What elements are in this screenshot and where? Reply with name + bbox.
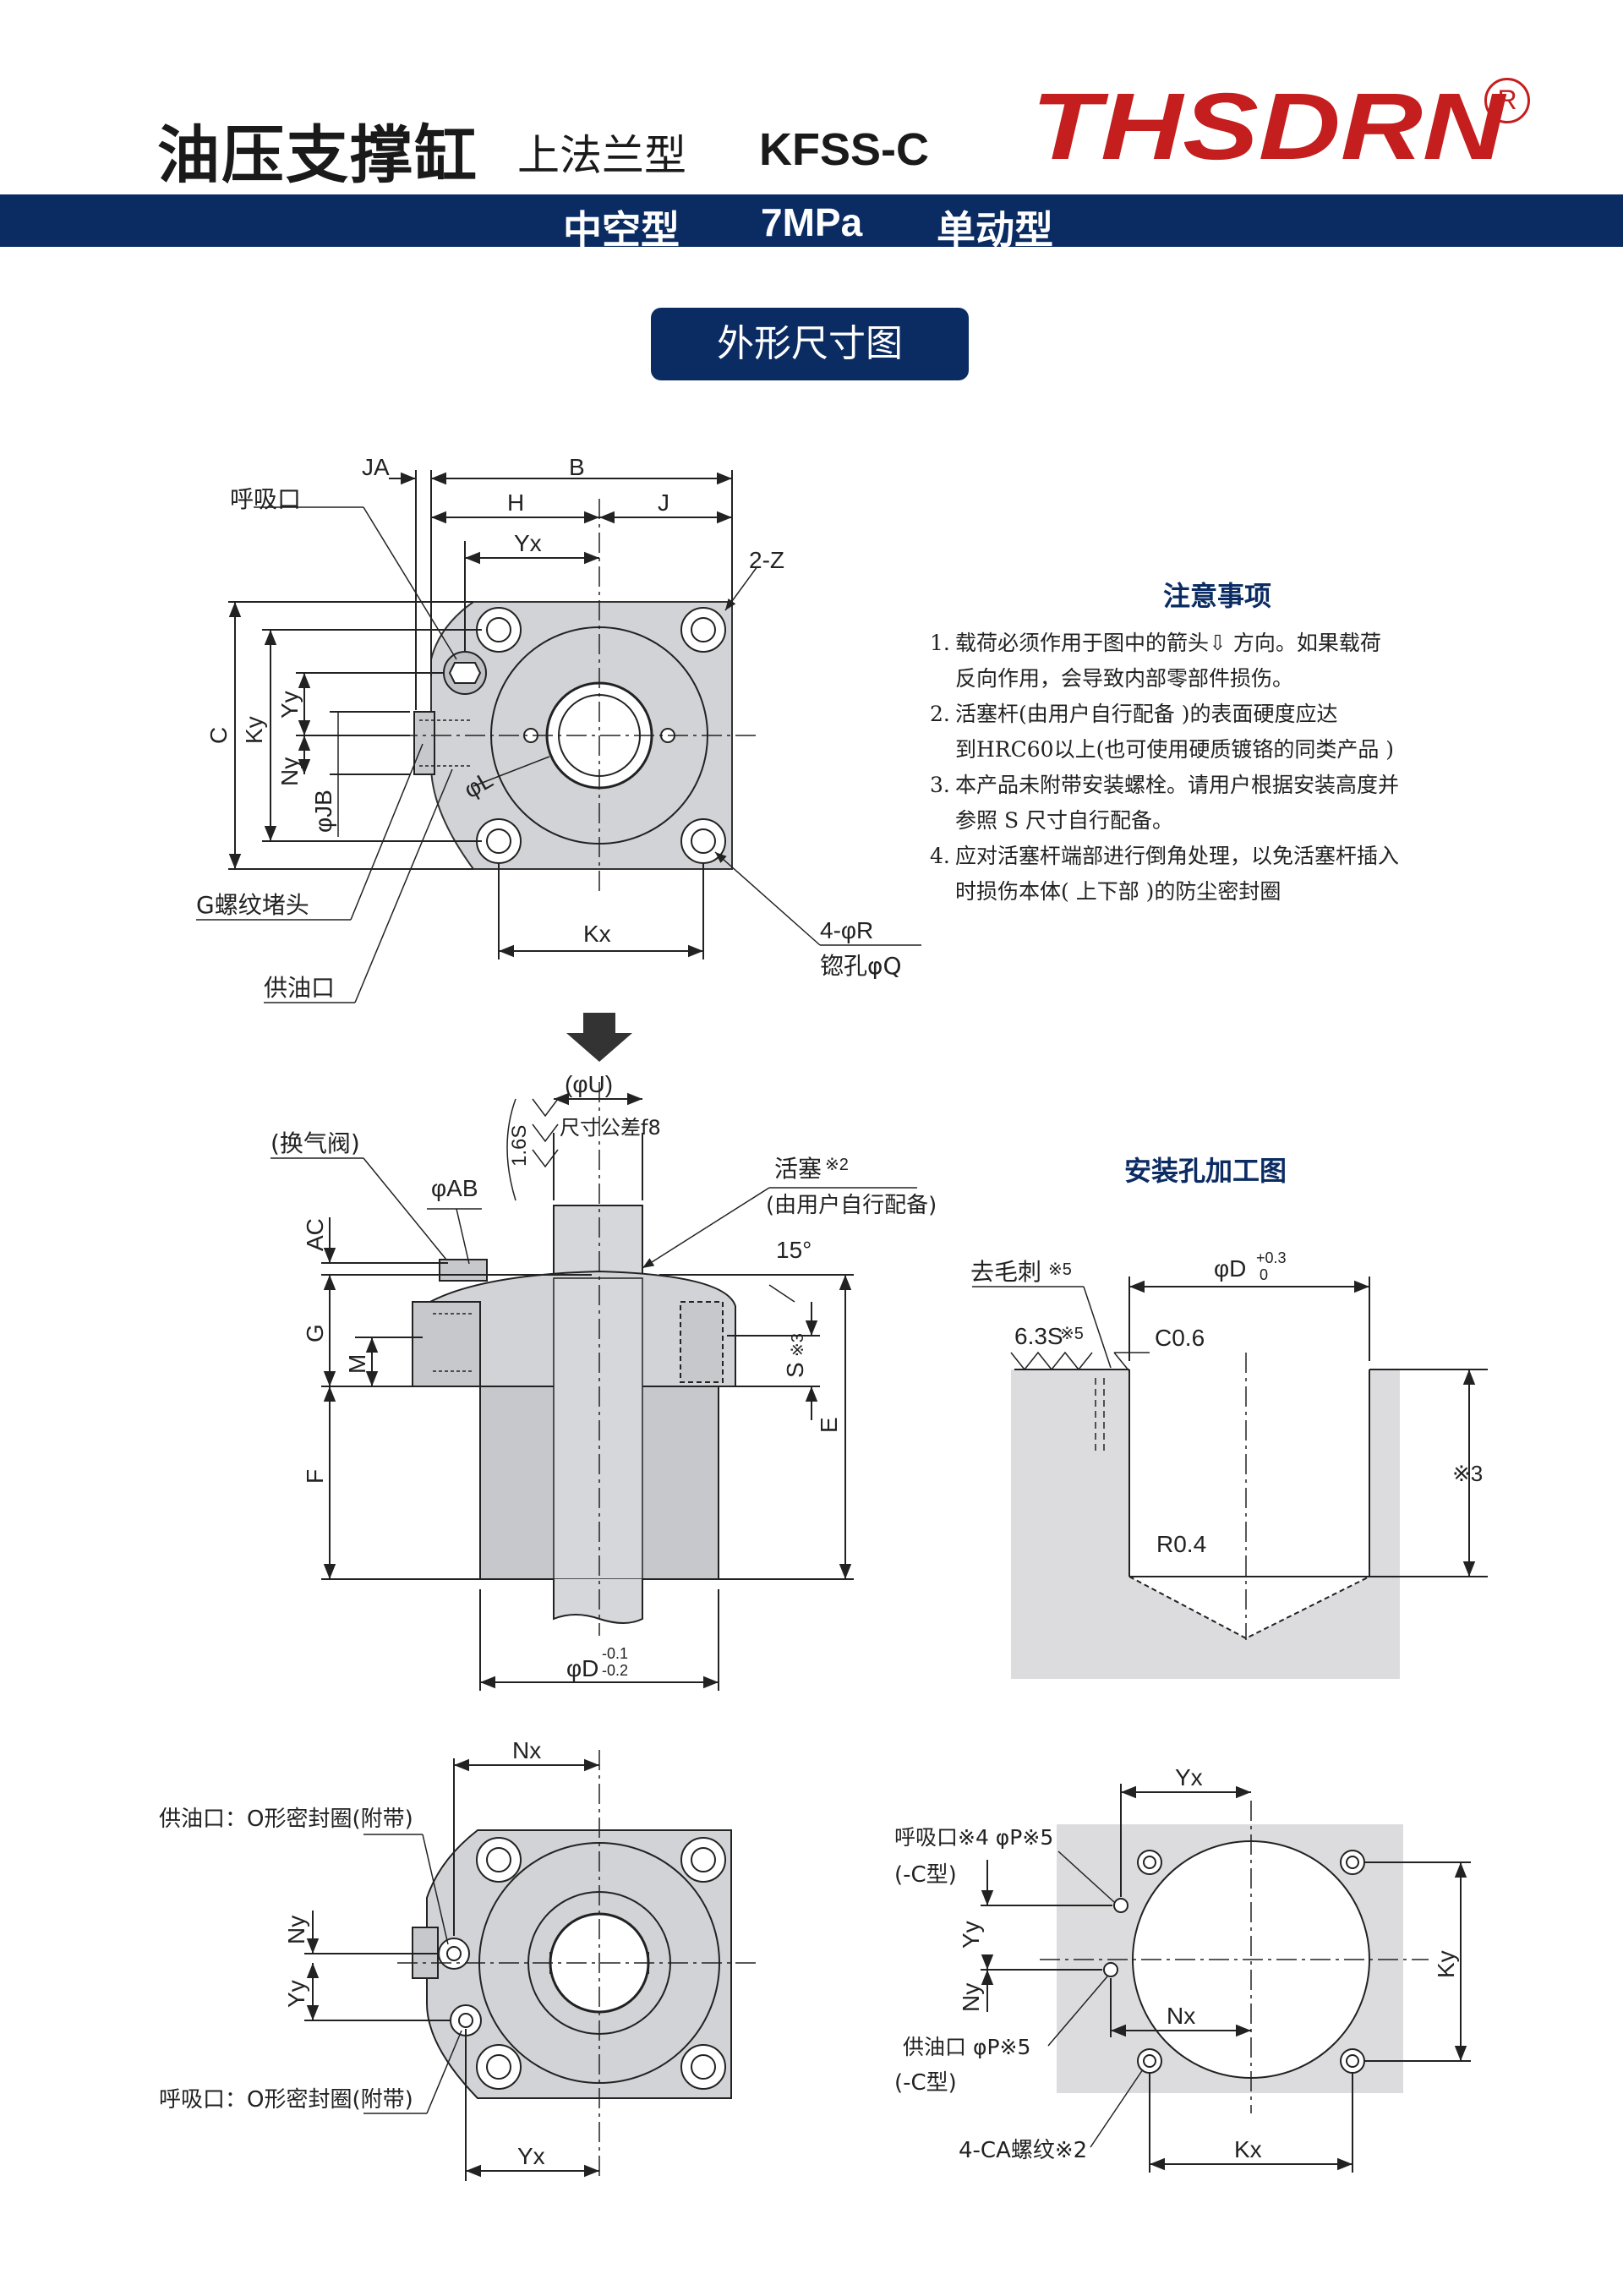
label-plug: G螺纹堵头 — [196, 891, 309, 919]
side-view-labels: (φU) 尺寸公差f8 1.6S (换气阀) φAB 活塞 ※2 (由用户自行配… — [270, 1071, 937, 1681]
note-item: 2.活塞杆(由用户自行配备 )的表面硬度应达到HRC60以上(也可使用硬质镀铬的… — [930, 702, 1395, 762]
dim-c: C — [205, 727, 232, 744]
dim-g: G — [302, 1324, 328, 1342]
dim-j: J — [658, 489, 669, 516]
dim-port-nx: Nx — [1167, 2003, 1195, 2029]
label-port-thread: 4-CA螺纹※2 — [959, 2138, 1087, 2163]
label-deburr: 去毛刺 — [970, 1258, 1041, 1286]
dim-mount-d-lower: 0 — [1260, 1266, 1268, 1283]
dim-angle: 15° — [776, 1237, 812, 1263]
notes-panel: 注意事项 1.载荷必须作用于图中的箭头⇩ 方向。如果载荷反向作用，会导致内部零部… — [930, 575, 1505, 910]
dim-ab: φAB — [431, 1175, 478, 1201]
dim-r: 4-φR — [820, 917, 873, 943]
port-view — [981, 1784, 1471, 2173]
dim-yx-bottom: Yx — [517, 2143, 545, 2169]
dim-port-yx: Yx — [1175, 1764, 1203, 1790]
dim-port-ky: Ky — [1433, 1950, 1459, 1978]
spec-action: 单动型 — [937, 207, 1053, 253]
label-roughness: 6.3S — [1014, 1323, 1063, 1349]
dim-port-yy: Yy — [958, 1921, 984, 1949]
label-supply-seal: 供油口：O形密封圈(附带) — [159, 1807, 413, 1832]
registered-mark: R — [1484, 78, 1530, 123]
dim-ja: JA — [362, 454, 390, 480]
dim-port-kx: Kx — [1234, 2136, 1262, 2162]
surface-finish: 1.6S — [508, 1125, 531, 1167]
dim-mount-d-upper: +0.3 — [1256, 1249, 1287, 1266]
note-item: 4.应对活塞杆端部进行倒角处理，以免活塞杆插入时损伤本体( 上下部 )的防尘密封… — [930, 844, 1400, 904]
dim-q: 锪孔φQ — [820, 952, 902, 980]
side-view — [270, 1082, 917, 1691]
label-port-supply: 供油口 φP※5 — [903, 2035, 1030, 2059]
dim-ny: Ny — [276, 757, 303, 786]
dim-yy: Yy — [276, 691, 303, 719]
bottom-view-labels: Nx Yx Ny Yy 供油口：O形密封圈(附带) 呼吸口：O形密封圈(附带) — [159, 1737, 545, 2169]
label-breather: 呼吸口 — [230, 485, 301, 513]
spec-pressure: 7MPa — [761, 200, 863, 244]
dim-z: 2-Z — [749, 547, 784, 573]
dim-d: φD — [566, 1655, 598, 1681]
label-piston-note: ※2 — [825, 1156, 849, 1174]
dim-e: E — [816, 1417, 842, 1433]
port-view-labels: Yx Nx Kx Ky Yy Ny 呼吸口※4 φP※5 (-C型) 供油口 φ… — [894, 1764, 1459, 2163]
dim-kx: Kx — [583, 921, 611, 947]
label-radius: R0.4 — [1156, 1531, 1206, 1557]
bottom-view — [304, 1750, 761, 2181]
dim-ac: AC — [302, 1218, 328, 1251]
label-vent: (换气阀) — [270, 1129, 360, 1157]
mount-view-title: 安装孔加工图 — [1124, 1155, 1287, 1187]
label-port-supply-type: (-C型) — [894, 2070, 957, 2096]
dim-mount-d: φD — [1214, 1255, 1246, 1282]
note-item: 3.本产品未附带安装螺栓。请用户根据安装高度并参照 S 尺寸自行配备。 — [930, 773, 1400, 833]
spec-bar: 中空型 7MPa 单动型 — [0, 194, 1623, 253]
page-subtitle: 上法兰型 — [517, 131, 686, 180]
dim-h: H — [507, 489, 524, 516]
section-title: 外形尺寸图 — [651, 308, 969, 380]
dim-jb: φJB — [310, 790, 336, 833]
dim-d-upper: -0.1 — [602, 1645, 628, 1662]
dim-u: (φU) — [565, 1071, 613, 1097]
label-supply: 供油口 — [264, 974, 335, 1002]
dim-b: B — [569, 454, 585, 480]
model-number: KFSS-C — [759, 124, 929, 175]
load-arrow-icon — [566, 1013, 632, 1062]
label-piston-sub: (由用户自行配备) — [766, 1193, 937, 1218]
dim-s: S — [782, 1362, 808, 1378]
label-port-breather-type: (-C型) — [894, 1862, 957, 1888]
mount-view — [972, 1276, 1488, 1679]
label-breather-seal: 呼吸口：O形密封圈(附带) — [159, 2087, 413, 2113]
notes-title: 注意事项 — [1162, 580, 1271, 612]
dim-depth-note: ※3 — [1452, 1461, 1483, 1486]
dim-yy-bottom: Yy — [283, 1980, 309, 2008]
spec-type: 中空型 — [563, 207, 680, 253]
dim-nx: Nx — [512, 1737, 541, 1763]
dim-tol: 尺寸公差f8 — [560, 1116, 661, 1140]
page-title: 油压支撑缸 — [157, 119, 478, 192]
dim-yx: Yx — [514, 530, 542, 556]
top-view — [196, 470, 921, 1003]
dim-d-lower: -0.2 — [602, 1662, 628, 1679]
dim-s-note: ※3 — [789, 1333, 807, 1357]
dim-ky: Ky — [241, 716, 267, 744]
label-piston: 活塞 — [774, 1155, 822, 1183]
mount-view-labels: 去毛刺 ※5 6.3S ※5 C0.6 φD +0.3 0 ※3 R0.4 — [970, 1249, 1483, 1557]
dim-ny-bottom: Ny — [283, 1916, 309, 1944]
dim-f: F — [302, 1469, 328, 1484]
label-roughness-note: ※5 — [1060, 1325, 1084, 1343]
label-port-breather: 呼吸口※4 φP※5 — [894, 1825, 1053, 1850]
dim-m: M — [344, 1354, 370, 1374]
note-item: 1.载荷必须作用于图中的箭头⇩ 方向。如果载荷反向作用，会导致内部零部件损伤。 — [930, 631, 1381, 691]
label-chamfer: C0.6 — [1155, 1325, 1205, 1351]
brand-logo: THSDRN — [1031, 81, 1507, 174]
brand-logo-text: THSDRN — [1031, 81, 1507, 174]
dim-port-ny: Ny — [958, 1983, 984, 2012]
label-deburr-note: ※5 — [1048, 1260, 1072, 1279]
